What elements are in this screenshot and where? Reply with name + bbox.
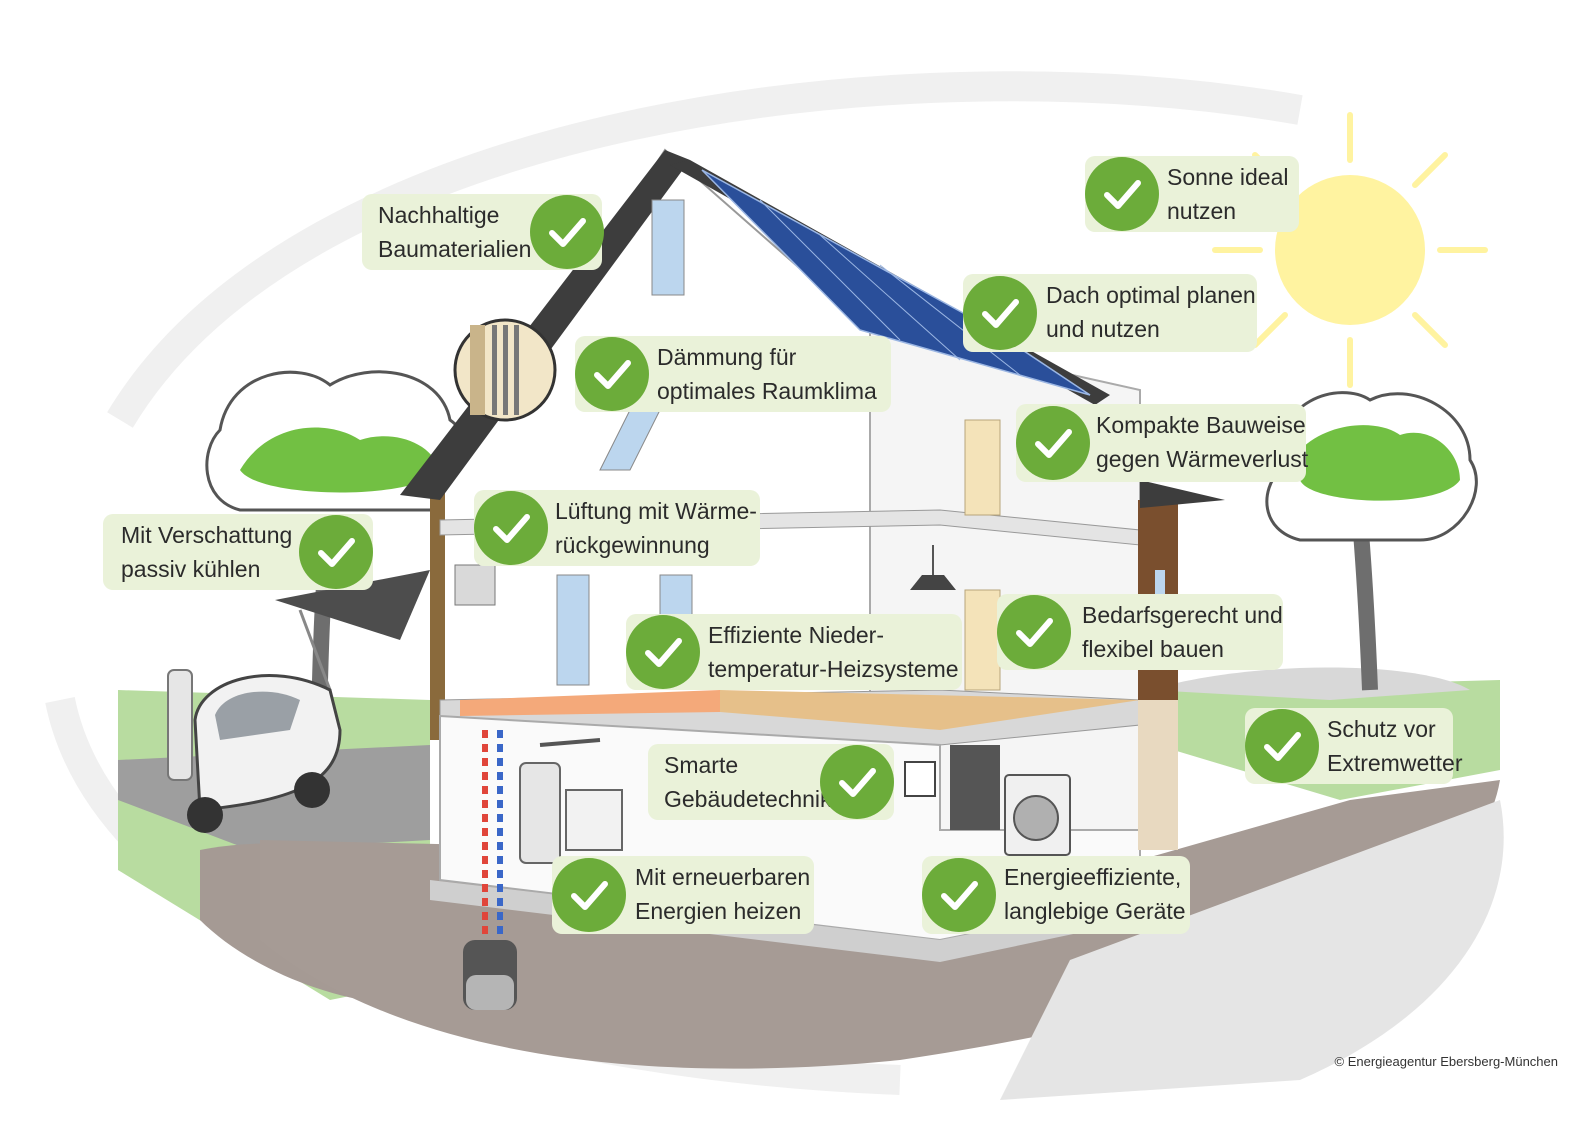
sun-icon	[1212, 112, 1488, 388]
check-icon	[1245, 709, 1319, 783]
callout-line: Bedarfsgerecht und	[1082, 602, 1283, 628]
callout-line: temperatur-Heizsysteme	[708, 656, 959, 682]
check-icon	[474, 491, 548, 565]
ceiling-lamp	[910, 545, 956, 590]
callout-line: rückgewinnung	[555, 532, 710, 558]
callout-geraete: Energieeffiziente, langlebige Geräte	[922, 856, 1190, 934]
check-icon	[820, 745, 894, 819]
geothermal-probe	[463, 730, 517, 1010]
callout-line: Dach optimal planen	[1046, 282, 1256, 308]
callout-line: Dämmung für	[657, 344, 797, 370]
callout-erneuerbar: Mit erneuerbaren Energien heizen	[552, 856, 814, 934]
callout-line: Mit erneuerbaren	[635, 864, 811, 890]
callout-kompakt: Kompakte Bauweise gegen Wärmeverlust	[1016, 404, 1309, 482]
check-icon	[299, 515, 373, 589]
callout-line: passiv kühlen	[121, 556, 261, 582]
callout-line: flexibel bauen	[1082, 636, 1224, 662]
callout-line: Extremwetter	[1327, 750, 1463, 776]
callout-heizsysteme: Effiziente Nieder- temperatur-Heizsystem…	[626, 614, 962, 690]
callout-line: gegen Wärmeverlust	[1096, 446, 1309, 472]
tree-icon-right	[1265, 391, 1478, 691]
shade-sail	[275, 570, 430, 691]
callout-line: Mit Verschattung	[121, 522, 293, 548]
insulation-detail	[453, 318, 557, 422]
callout-extremwetter: Schutz vor Extremwetter	[1245, 708, 1462, 784]
check-icon	[626, 615, 700, 689]
callout-verschattung: Mit Verschattung passiv kühlen	[103, 514, 373, 590]
check-icon	[530, 195, 604, 269]
ventilation-grille	[454, 564, 496, 606]
callout-line: Energieeffiziente,	[1004, 864, 1182, 890]
callout-line: Schutz vor	[1327, 716, 1436, 742]
callout-lueftung: Lüftung mit Wärme- rückgewinnung	[474, 490, 760, 566]
e-car-icon	[187, 674, 342, 833]
callout-line: Lüftung mit Wärme-	[555, 498, 757, 524]
callout-line: Sonne ideal	[1167, 164, 1289, 190]
controller-icon	[904, 761, 936, 797]
washing-machine-icon	[1004, 774, 1071, 856]
callout-line: Nachhaltige	[378, 202, 500, 228]
callout-line: langlebige Geräte	[1004, 898, 1186, 924]
check-icon	[922, 858, 996, 932]
callout-line: Effiziente Nieder-	[708, 622, 884, 648]
callout-bedarf: Bedarfsgerecht und flexibel bauen	[997, 594, 1283, 670]
callout-daemmung: Dämmung für optimales Raumklima	[575, 336, 891, 412]
callout-line: Gebäudetechnik	[664, 786, 832, 812]
check-icon	[1085, 157, 1159, 231]
charging-station	[167, 669, 193, 781]
callout-gebaeudetechnik: Smarte Gebäudetechnik	[648, 744, 894, 820]
check-icon	[552, 858, 626, 932]
check-icon	[575, 337, 649, 411]
callout-line: Energien heizen	[635, 898, 802, 924]
callout-baumaterialien: Nachhaltige Baumaterialien	[362, 194, 604, 270]
callout-line: Baumaterialien	[378, 236, 532, 262]
check-icon	[1016, 406, 1090, 480]
copyright-credit: © Energieagentur Ebersberg-München	[1334, 1054, 1559, 1069]
callout-line: nutzen	[1167, 198, 1237, 224]
callout-line: Smarte	[664, 752, 739, 778]
callout-sonne: Sonne ideal nutzen	[1085, 156, 1299, 232]
callout-dach: Dach optimal planen und nutzen	[963, 274, 1257, 352]
heat-pump-icon	[519, 738, 623, 864]
callout-line: und nutzen	[1046, 316, 1160, 342]
check-icon	[997, 595, 1071, 669]
callout-line: Kompakte Bauweise	[1096, 412, 1306, 438]
check-icon	[963, 276, 1037, 350]
callout-line: optimales Raumklima	[657, 378, 877, 404]
